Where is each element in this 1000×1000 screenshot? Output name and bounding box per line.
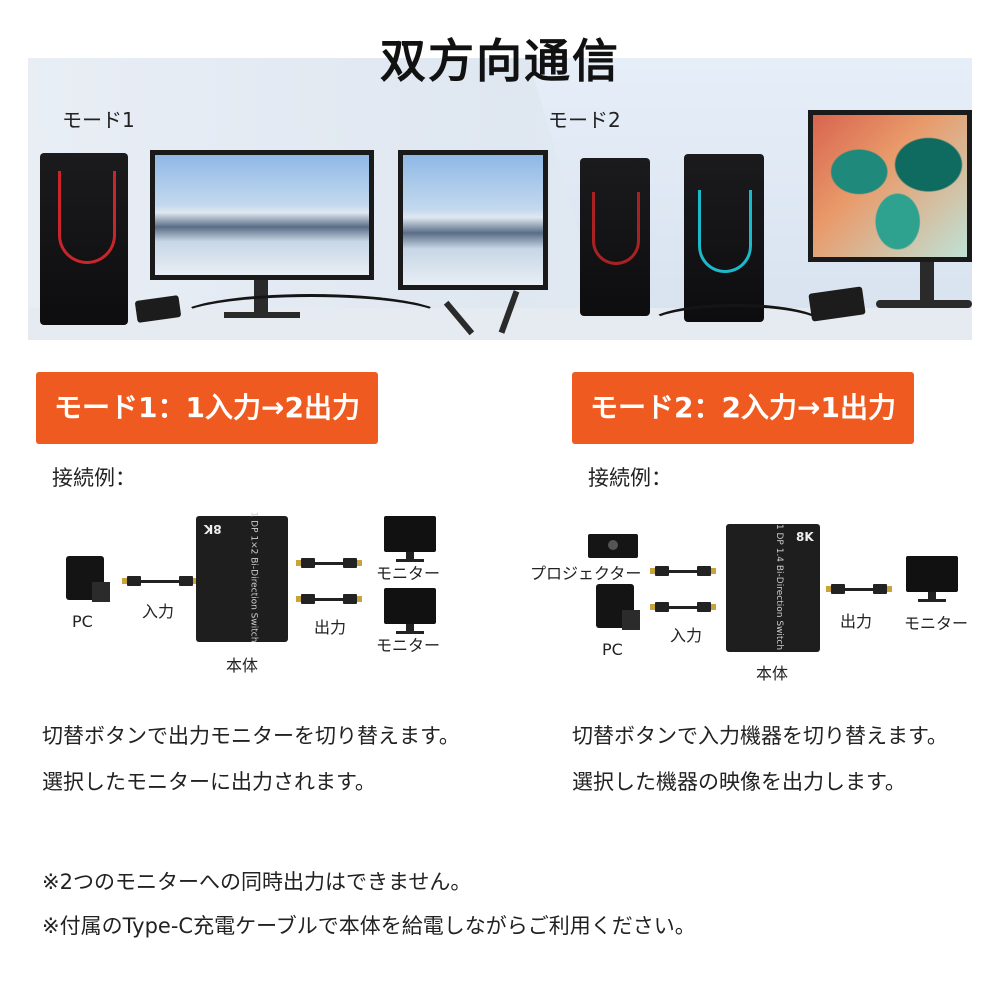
gaming-pc-tower-left: [40, 153, 128, 325]
mode2-output-label: 出力: [840, 612, 873, 631]
mode1-output-cable-1: [296, 558, 362, 568]
mode2-projector-label: プロジェクター: [530, 564, 642, 583]
note-simultaneous-output: ※2つのモニターへの同時出力はできません。: [42, 870, 472, 894]
mode1-monitor-icon-1: [384, 516, 436, 562]
mode1-body-label: 本体: [226, 656, 259, 675]
mode2-heading: モード2：2入力→1出力: [572, 372, 914, 444]
mode2-body-label: 本体: [756, 664, 789, 683]
mode2-input-label: 入力: [670, 626, 703, 645]
gaming-pc-tower-teal: [684, 154, 764, 322]
mode2-projector-icon: [588, 534, 638, 558]
mode2-pc-icon: [596, 584, 640, 630]
monitor-mode1-b: [398, 150, 548, 290]
mode2-monitor-label: モニター: [904, 614, 969, 633]
mode1-example-label: 接続例：: [52, 466, 136, 490]
note-power-supply: ※付属のType-C充電ケーブルで本体を給電しながらご利用ください。: [42, 914, 696, 938]
mode1-monitor-icon-2: [384, 588, 436, 634]
mode1-switch-device: 8K 1 DP 1×2 Bi-Direction Switch: [196, 512, 288, 642]
mode1-input-cable: [122, 576, 198, 586]
mode1-pc-label: PC: [72, 612, 93, 631]
mode1-input-label: 入力: [142, 602, 175, 621]
mode2-device-mark: 8K: [796, 530, 814, 544]
mode2-input-cable-1: [650, 566, 716, 576]
mode2-output-cable: [826, 584, 892, 594]
page-title: 双方向通信: [380, 34, 620, 88]
mode1-device-mark: 8K: [204, 522, 222, 536]
mode1-description-2: 選択したモニターに出力されます。: [42, 770, 376, 794]
gaming-pc-tower-red: [580, 158, 650, 316]
mode2-monitor-icon: [906, 556, 958, 602]
mode2-device-text: 1 DP 1.4 Bi-Direction Switch: [774, 523, 785, 651]
monitor-mode1-a: [150, 150, 374, 280]
mode1-pc-icon: [66, 556, 110, 602]
mode2-example-label: 接続例：: [588, 466, 672, 490]
mode2-description-2: 選択した機器の映像を出力します。: [572, 770, 906, 794]
mode2-pc-label: PC: [602, 640, 623, 659]
mode1-description-1: 切替ボタンで出力モニターを切り替えます。: [42, 724, 460, 748]
monitor-mode2: [808, 110, 972, 262]
mode2-switch-device: 8K 1 DP 1.4 Bi-Direction Switch: [726, 524, 820, 652]
mode2-description-1: 切替ボタンで入力機器を切り替えます。: [572, 724, 948, 748]
photo-mode2-label: モード2: [548, 108, 621, 132]
mode2-input-cable-2: [650, 602, 716, 612]
mode1-monitor1-label: モニター: [376, 564, 441, 583]
product-photo: [28, 58, 972, 340]
photo-mode1-label: モード1: [62, 108, 135, 132]
mode1-heading: モード1：1入力→2出力: [36, 372, 378, 444]
mode1-output-cable-2: [296, 594, 362, 604]
mode1-output-label: 出力: [314, 618, 347, 637]
mode1-monitor2-label: モニター: [376, 636, 441, 655]
mode1-device-text: 1 DP 1×2 Bi-Direction Switch: [248, 511, 259, 643]
